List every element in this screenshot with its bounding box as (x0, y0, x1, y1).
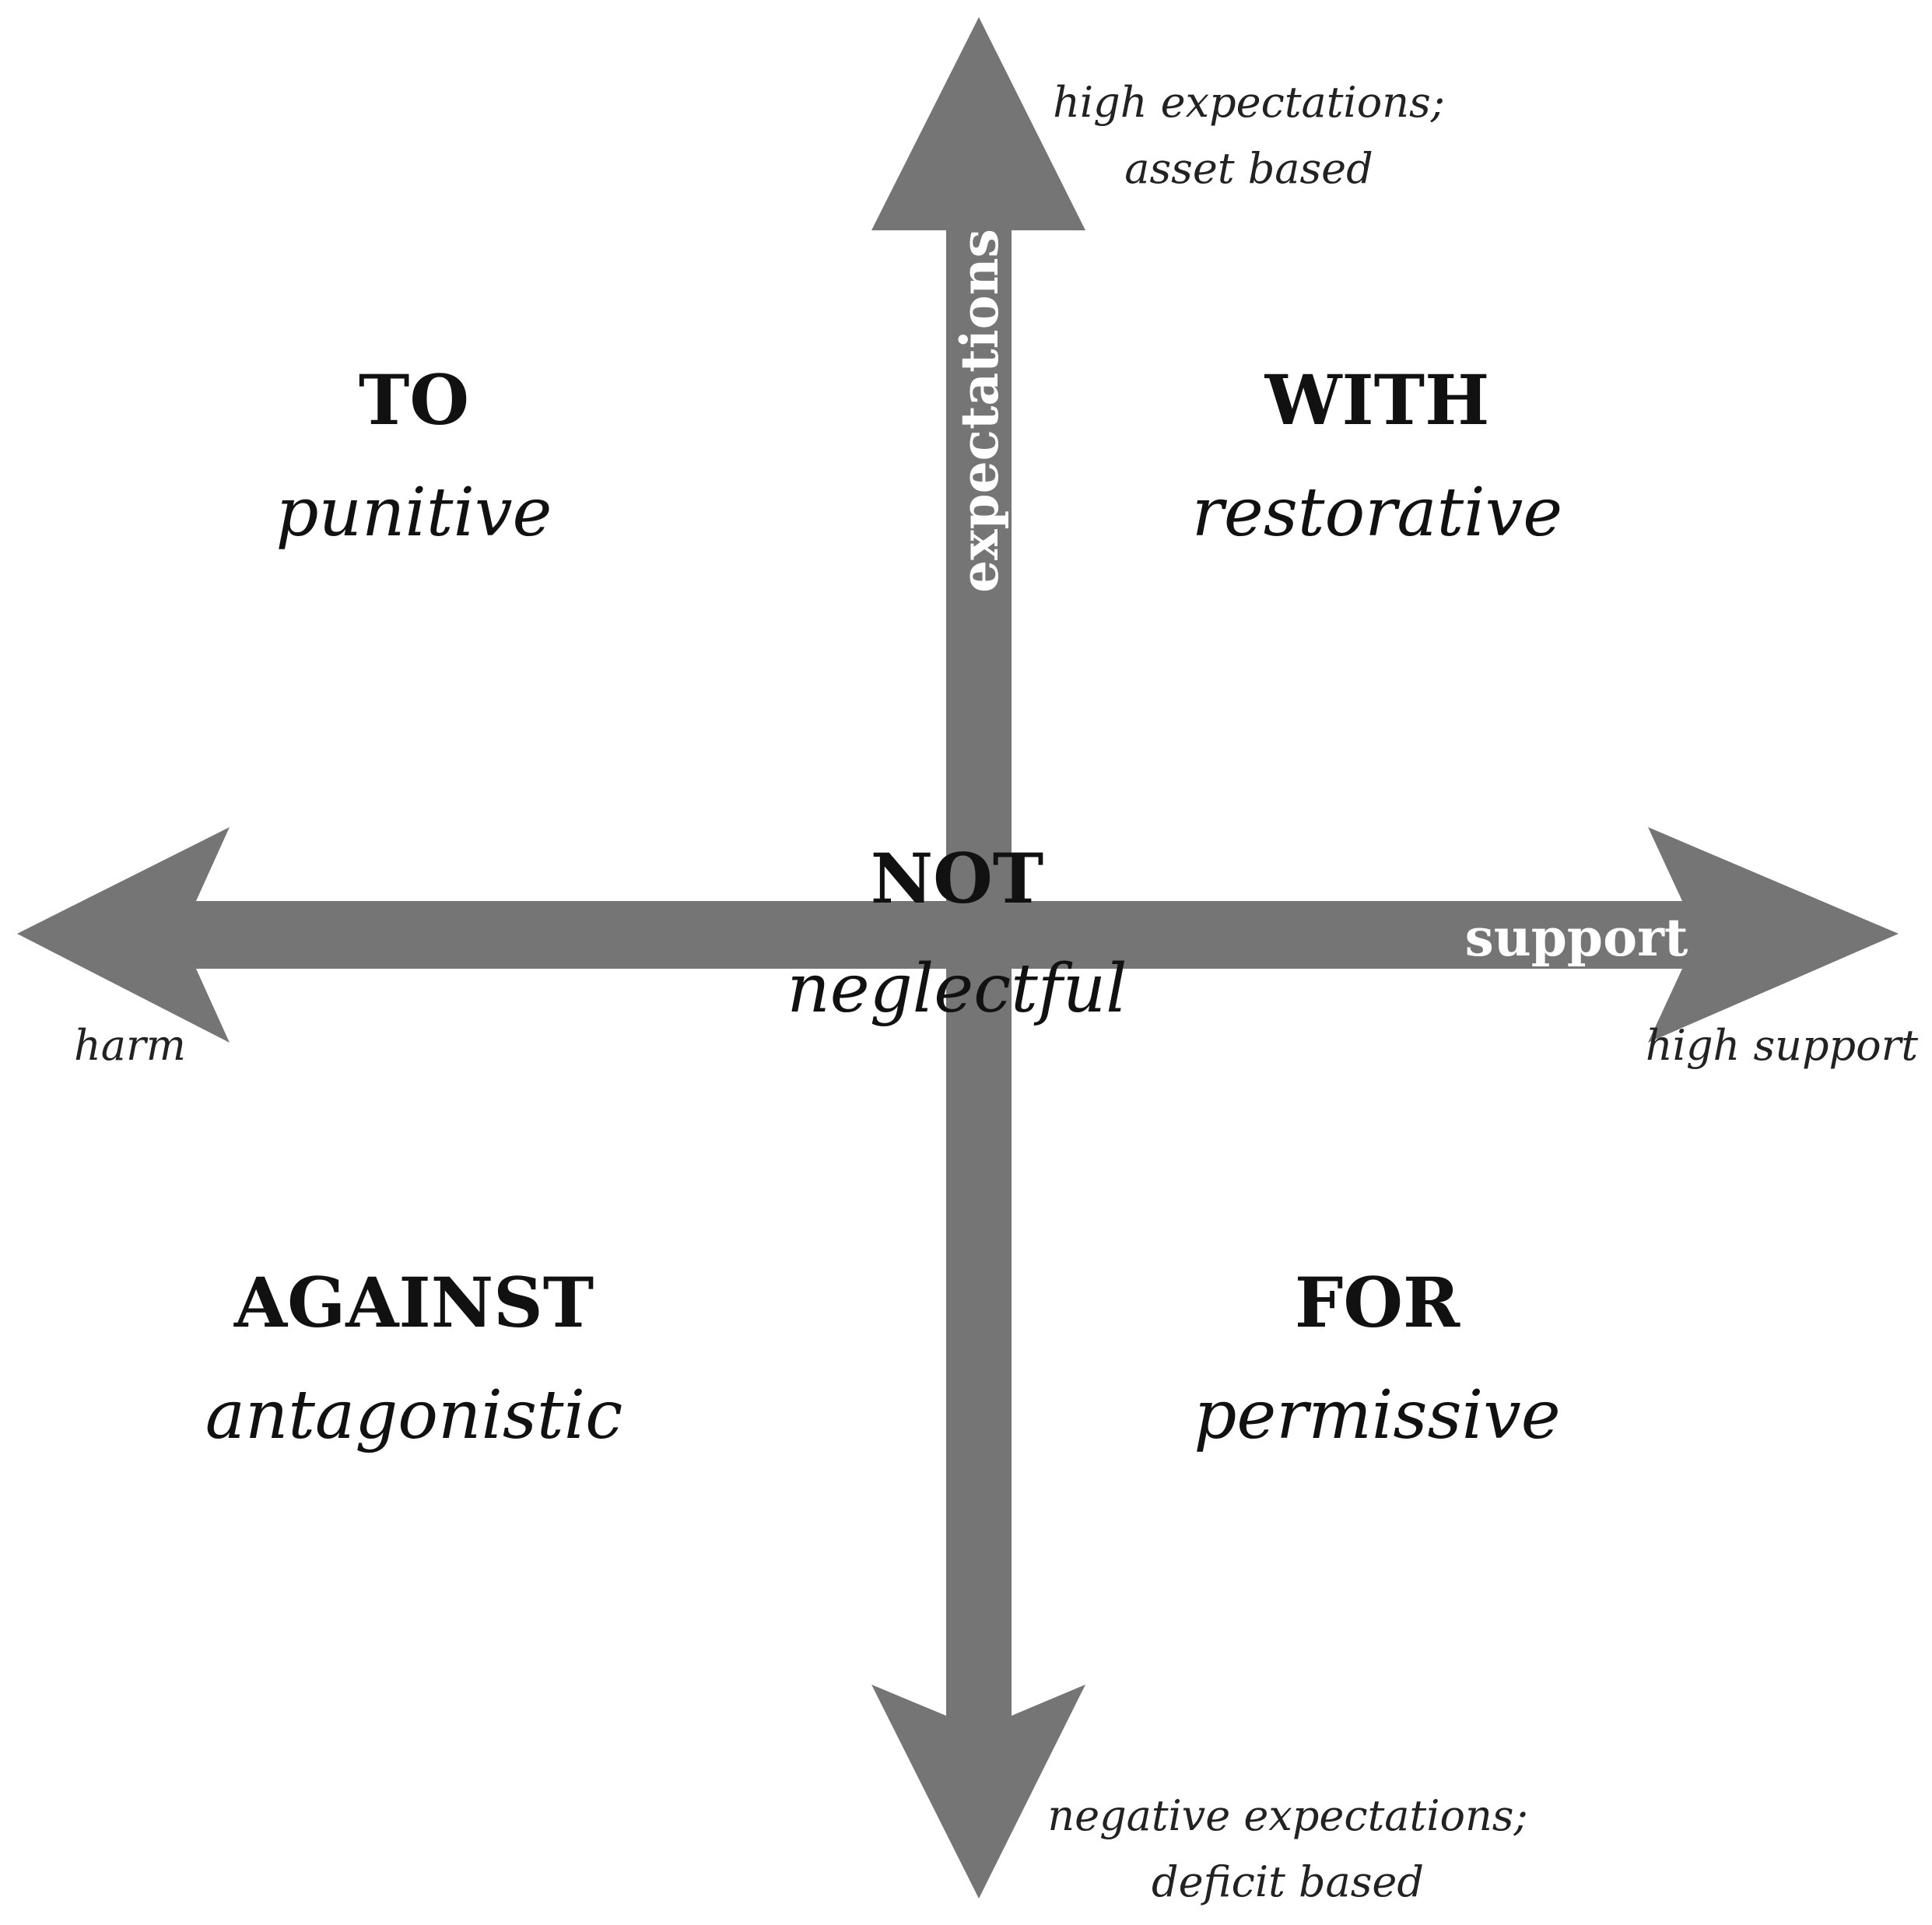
quadrant-against-heading: AGAINST (233, 1262, 594, 1343)
quadrant-for-sub: permissive (1194, 1376, 1560, 1454)
quadrant-with-heading: WITH (1264, 359, 1490, 440)
top-end-note-line2: asset based (1124, 144, 1373, 193)
bottom-end-note-line2: deficit based (1152, 1857, 1424, 1906)
axes-arrows (17, 17, 1899, 1899)
center-not-sub: neglectful (787, 950, 1127, 1028)
quadrant-to-sub: punitive (276, 474, 552, 552)
center-not-heading: NOT (871, 838, 1044, 919)
horizontal-axis-label: support (1465, 907, 1688, 968)
quadrant-with-sub: restorative (1192, 474, 1562, 552)
quadrant-for-heading: FOR (1295, 1262, 1460, 1343)
bottom-end-note-line1: negative expectations; (1047, 1791, 1527, 1840)
left-end-note: harm (74, 1021, 186, 1070)
horizontal-axis-arrow (17, 827, 1899, 1043)
quadrant-to-heading: TO (359, 359, 469, 440)
vertical-axis-label: expectations (949, 229, 1010, 593)
right-end-note: high support (1646, 1021, 1919, 1070)
quadrant-against-sub: antagonistic (205, 1376, 623, 1454)
top-end-note-line1: high expectations; (1053, 78, 1445, 127)
